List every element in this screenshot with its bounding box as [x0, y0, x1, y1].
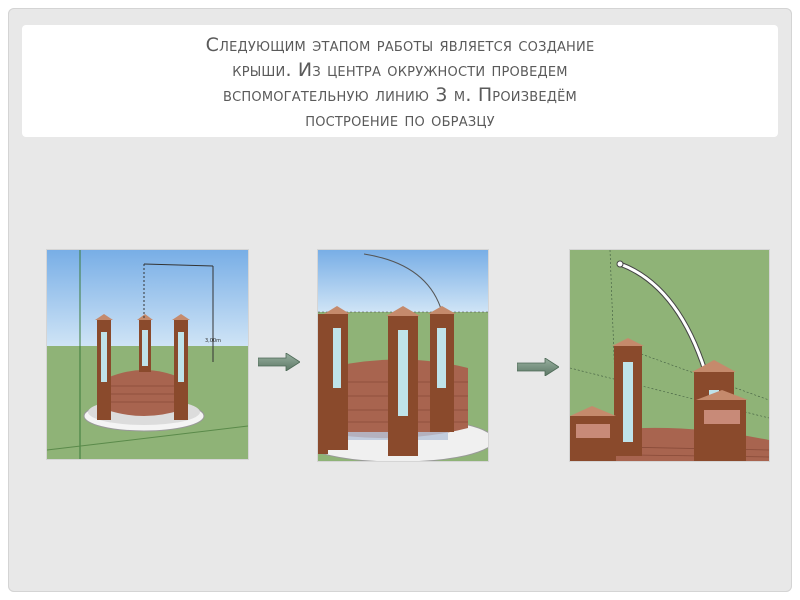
slide-title: Следующим этапом работы является создани… [22, 33, 778, 133]
step-1-auxiliary-line-image: 3,00m [47, 250, 248, 459]
title-line-2: крыши. Из центра окружности проведем [232, 59, 568, 81]
dimension-label: 3,00m [205, 338, 221, 344]
arrow-right-icon-1 [258, 353, 300, 371]
step-2-arc-image [318, 250, 488, 461]
arrow-right-icon-2 [517, 358, 559, 376]
title-line-1: Следующим этапом работы является создани… [205, 34, 595, 56]
title-band [22, 25, 778, 137]
title-line-4: построение по образцу [305, 109, 495, 131]
title-line-3: вспомогательную линию 3 м. Произведём [223, 84, 577, 106]
step-3-closeup-arc-image [570, 250, 769, 461]
